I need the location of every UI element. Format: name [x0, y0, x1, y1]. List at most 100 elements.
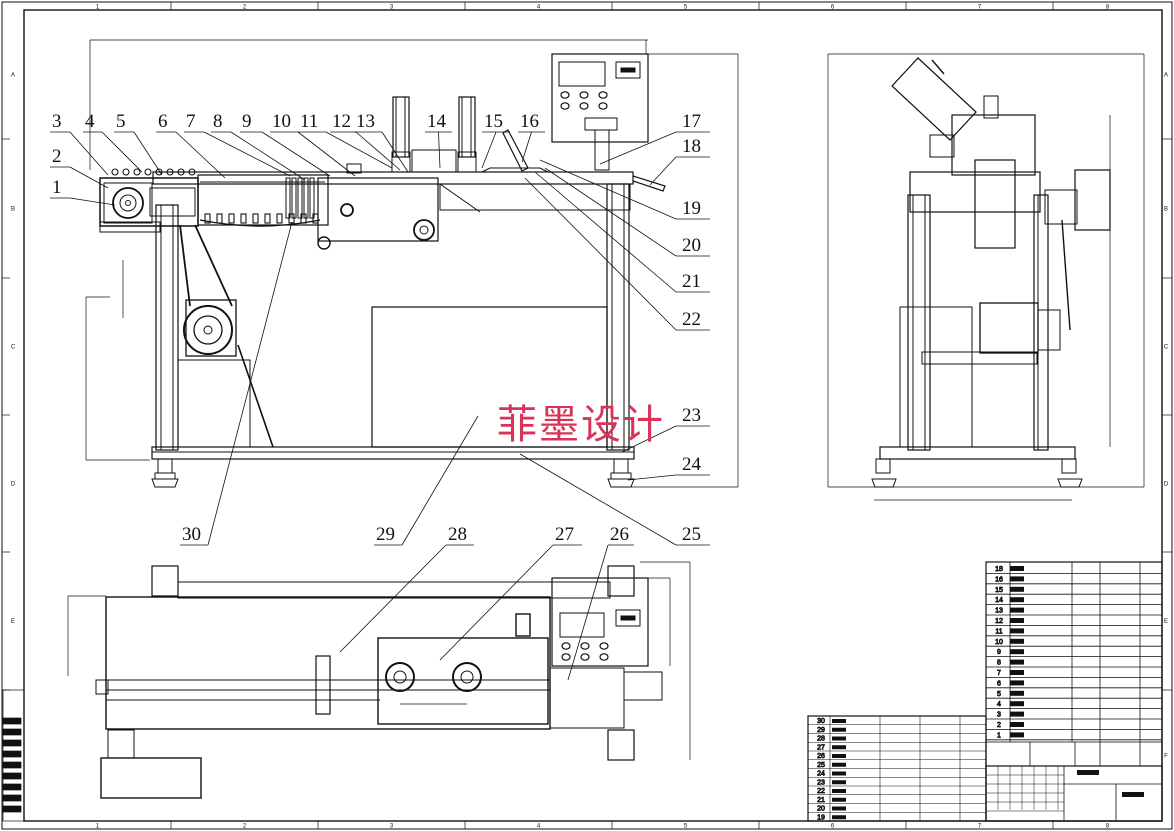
border-column-number: 4: [537, 5, 541, 11]
sprocket-tooth: [309, 177, 315, 219]
leader-line: [339, 544, 447, 653]
bom-part-name: [1010, 597, 1024, 603]
binding-mark: [2, 717, 22, 725]
part-label: 24: [682, 454, 702, 475]
border-row-letter: F: [11, 754, 15, 760]
part-label: 14: [427, 111, 447, 132]
part-label: 4: [85, 111, 95, 132]
sprocket-tooth: [285, 177, 291, 219]
part-label: 9: [242, 111, 252, 132]
part-label: 28: [448, 524, 467, 545]
bom-row-number: 5: [997, 691, 1001, 698]
part-label: 8: [213, 111, 223, 132]
lower-bom-row-number: 30: [817, 718, 825, 725]
leader-line: [481, 131, 497, 169]
border-column-number: 8: [1106, 5, 1110, 11]
leader-line: [534, 171, 677, 293]
chain-link: [228, 213, 235, 224]
border-column-number: 3: [390, 5, 394, 11]
border-row-letter: A: [1164, 73, 1168, 79]
binding-mark: [2, 772, 22, 780]
panel-button: [560, 91, 570, 99]
lower-bom-part-name: [832, 745, 846, 750]
bom-row-number: 2: [997, 722, 1001, 729]
chain-link: [276, 213, 283, 224]
top-control-panel-buttons: [561, 642, 609, 661]
bom-row-number: 6: [997, 680, 1001, 687]
panel-button: [561, 642, 571, 650]
drawing-name: [1122, 792, 1144, 797]
part-label: 25: [682, 524, 701, 545]
leader-line: [524, 177, 677, 331]
part-label: 1: [52, 177, 62, 198]
part-label: 21: [682, 271, 701, 292]
border-column-number: 2: [243, 5, 247, 11]
leader-line: [230, 131, 306, 181]
leader-line: [567, 544, 609, 681]
bom-row-number: 12: [995, 618, 1003, 625]
lower-bom-row-number: 19: [817, 814, 825, 821]
bom-row-number: 4: [997, 701, 1001, 708]
binding-mark: [2, 805, 22, 813]
lower-bom-part-name: [832, 815, 846, 820]
border-row-letter: C: [1164, 345, 1169, 351]
border-column-number: 5: [684, 5, 688, 11]
chain-roller: [144, 168, 152, 176]
chain-links: [111, 168, 319, 224]
lower-bom-part-name: [832, 771, 846, 776]
border-column-number: 4: [537, 824, 541, 830]
leader-line: [325, 131, 393, 169]
leader-lines: [50, 131, 710, 681]
bom-part-name: [1010, 722, 1024, 727]
bom-part-name: [1010, 586, 1024, 592]
leader-line: [355, 131, 401, 171]
border-column-number: 6: [831, 824, 835, 830]
leader-line: [69, 197, 116, 206]
leader-line: [69, 131, 109, 176]
border-row-letter: D: [1164, 482, 1169, 488]
border-column-number: 1: [96, 824, 100, 830]
border-row-letter: C: [11, 345, 16, 351]
lower-bom-part-name: [832, 762, 846, 767]
border-row-letter: D: [11, 482, 16, 488]
top-view: [67, 561, 691, 799]
lower-bom-part-name: [832, 719, 846, 723]
drawing-title: [1077, 770, 1099, 775]
border-row-letter: E: [11, 619, 15, 625]
lower-bom-part-name: [832, 780, 846, 785]
part-label: 19: [682, 198, 701, 219]
lower-bom-row-number: 27: [817, 744, 825, 751]
border-column-number: 3: [390, 824, 394, 830]
lower-bom-row-number: 26: [817, 753, 825, 760]
part-label: 11: [300, 111, 318, 132]
part-label: 17: [682, 111, 701, 132]
border-row-letter: E: [1164, 619, 1168, 625]
leader-line: [521, 131, 532, 163]
panel-button: [599, 642, 609, 650]
lower-bom-row-number: 24: [817, 771, 825, 778]
leader-line: [69, 166, 109, 189]
border-row-letter: A: [11, 73, 15, 79]
bom-row-number: 11: [995, 628, 1002, 635]
part-label: 16: [520, 111, 539, 132]
lower-bom-row-number: 29: [817, 727, 825, 734]
panel-button: [580, 642, 590, 650]
panel-button: [560, 102, 570, 110]
part-label: 5: [116, 111, 126, 132]
part-label: 29: [376, 524, 395, 545]
bom-row-number: 14: [995, 597, 1003, 604]
lower-bom-row-number: 28: [817, 736, 825, 743]
part-label: 2: [52, 146, 62, 167]
binding-strip: [2, 689, 25, 822]
bom-part-name: [1010, 607, 1024, 613]
leader-line: [207, 221, 293, 546]
part-label: 30: [182, 524, 201, 545]
border-column-number: 6: [831, 5, 835, 11]
part-label: 27: [555, 524, 574, 545]
lower-bom-row-number: 22: [817, 788, 825, 795]
border-column-number: 1: [96, 5, 100, 11]
border-row-letter: B: [1164, 207, 1168, 213]
lower-bom-row-number: 20: [817, 806, 825, 813]
